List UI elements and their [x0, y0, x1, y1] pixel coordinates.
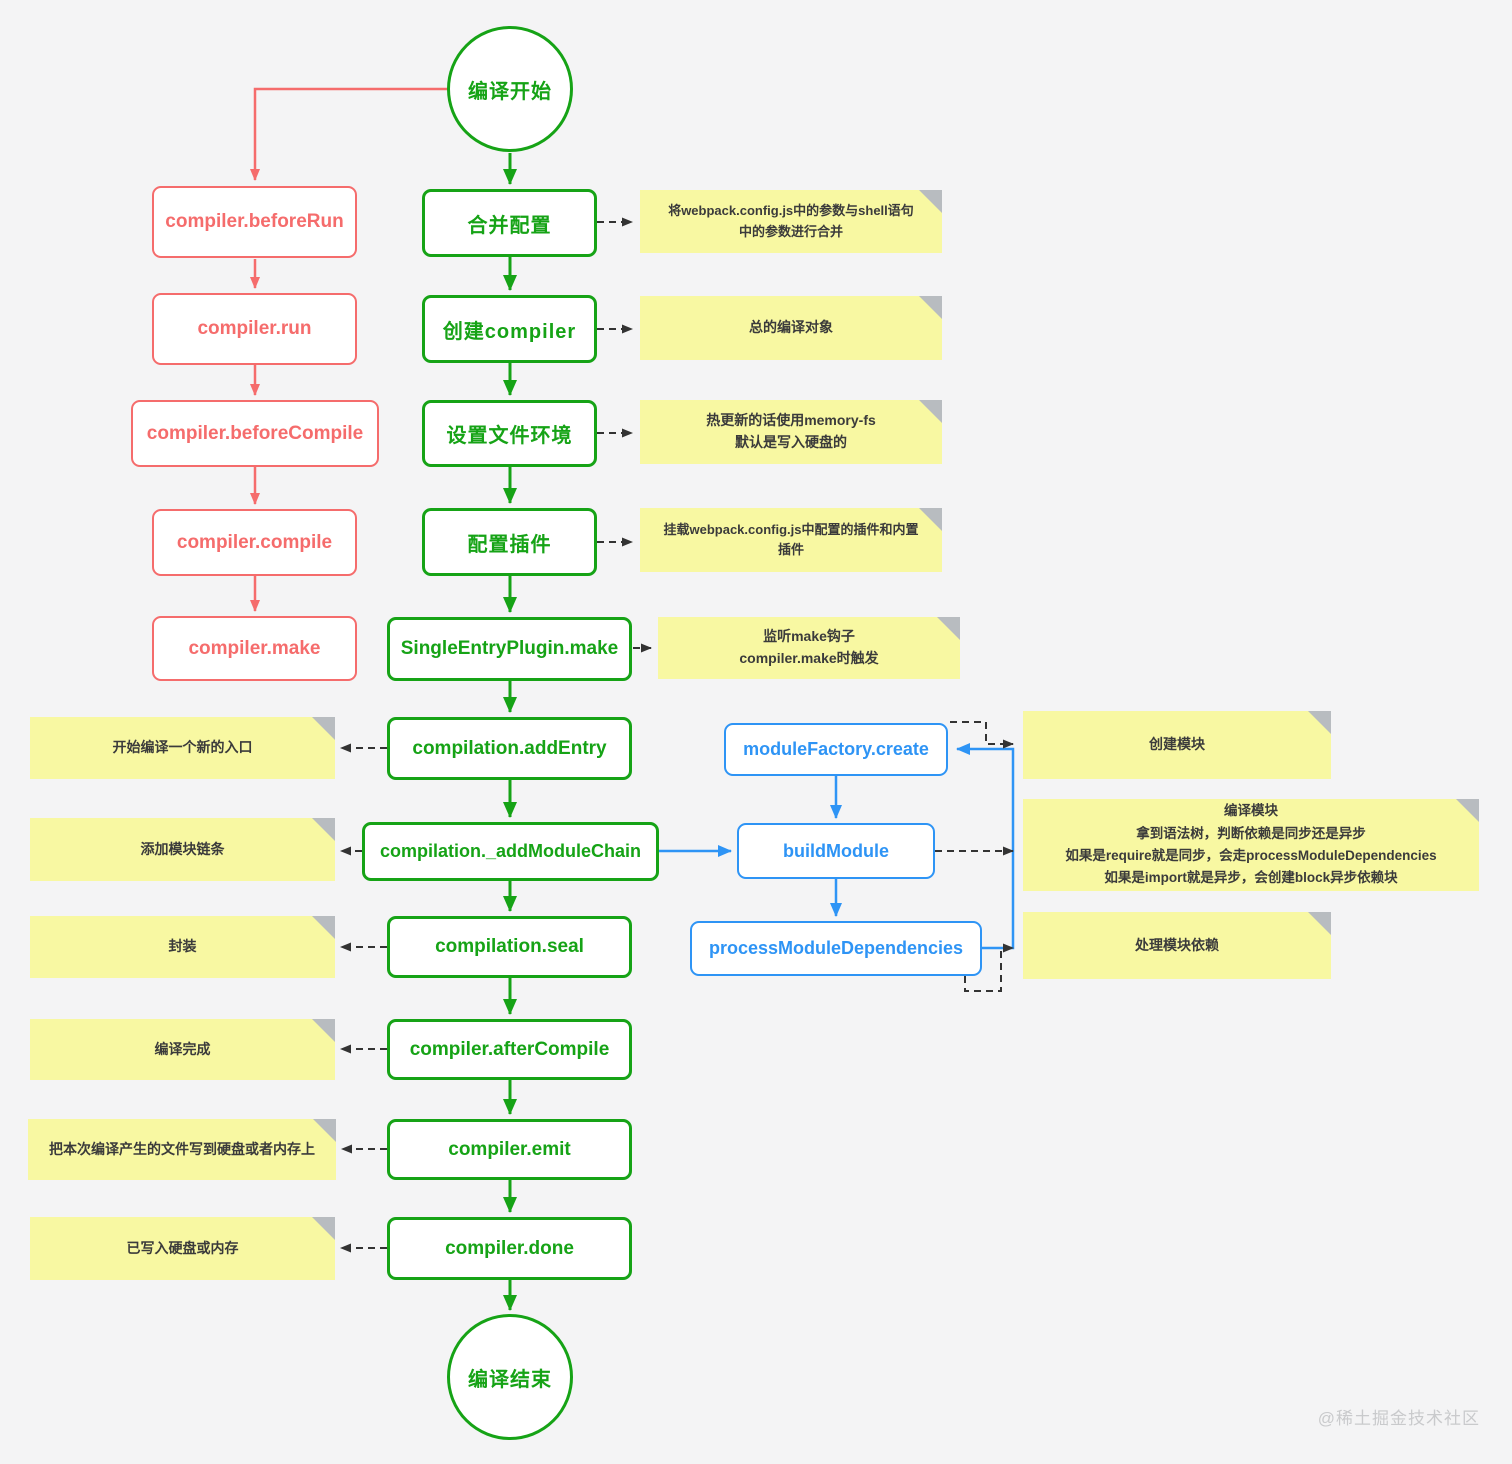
note-seal: 封装 — [30, 916, 335, 978]
node-label: compiler.beforeRun — [165, 211, 344, 232]
note-fold-icon — [312, 717, 335, 740]
note-text: 热更新的话使用memory-fs 默认是写入硬盘的 — [706, 412, 876, 450]
note-fold-icon — [1308, 711, 1331, 734]
note-fold-icon — [312, 1019, 335, 1042]
note-fold-icon — [312, 818, 335, 841]
start-node-label: 编译开始 — [468, 80, 552, 103]
node-label: 设置文件环境 — [446, 425, 573, 447]
note-text: 总的编译对象 — [749, 319, 833, 336]
note-singleentry-make: 监听make钩子 compiler.make时触发 — [658, 617, 960, 679]
node-merge-config: 合并配置 — [422, 189, 597, 257]
note-merge-config: 将webpack.config.js中的参数与shell语句 中的参数进行合并 — [640, 190, 942, 253]
node-label: processModuleDependencies — [708, 938, 964, 958]
node-label: compiler.beforeCompile — [146, 422, 364, 444]
arrow-processdeps-loop-to-modulefactory — [956, 743, 1015, 950]
node-compilation-addEntry: compilation.addEntry — [387, 717, 632, 780]
end-node-label: 编译结束 — [468, 1368, 552, 1391]
note-addentry: 开始编译一个新的入口 — [30, 717, 335, 779]
note-fold-icon — [919, 400, 942, 423]
note-build-module: 编译模块 拿到语法树，判断依赖是同步还是异步 如果是require就是同步，会走… — [1023, 799, 1479, 891]
node-compiler-afterCompile: compiler.afterCompile — [387, 1019, 632, 1080]
dash-processdeps-to-note — [964, 943, 1014, 992]
node-label: 配置插件 — [467, 533, 552, 556]
note-text: 把本次编译产生的文件写到硬盘或者内存上 — [49, 1140, 315, 1157]
node-label: compiler.run — [197, 318, 312, 339]
node-singleentryplugin-make: SingleEntryPlugin.make — [387, 617, 632, 681]
node-label: compiler.compile — [176, 531, 333, 553]
node-moduleFactory-create: moduleFactory.create — [724, 723, 948, 776]
node-buildModule: buildModule — [737, 823, 935, 879]
node-compiler-beforeRun: compiler.beforeRun — [152, 186, 357, 258]
node-label: 合并配置 — [467, 214, 552, 237]
note-fold-icon — [919, 190, 942, 213]
node-compilation-seal: compilation.seal — [387, 916, 632, 978]
note-process-deps: 处理模块依赖 — [1023, 912, 1331, 979]
node-compiler-run: compiler.run — [152, 293, 357, 365]
node-create-compiler: 创建compiler — [422, 295, 597, 363]
node-label: moduleFactory.create — [743, 739, 929, 759]
note-fold-icon — [919, 508, 942, 531]
note-text: 添加模块链条 — [140, 840, 225, 857]
node-set-file-env: 设置文件环境 — [422, 400, 597, 467]
note-fold-icon — [937, 617, 960, 640]
note-create-compiler: 总的编译对象 — [640, 296, 942, 360]
node-label: compiler.done — [445, 1237, 574, 1259]
note-fold-icon — [313, 1119, 336, 1142]
node-label: 创建compiler — [442, 320, 577, 343]
note-text: 封装 — [168, 938, 197, 955]
node-processModuleDependencies: processModuleDependencies — [690, 921, 982, 976]
note-fold-icon — [1308, 912, 1331, 935]
note-text: 开始编译一个新的入口 — [112, 739, 253, 756]
node-compilation-addModuleChain: compilation._addModuleChain — [362, 822, 659, 881]
note-done: 已写入硬盘或内存 — [30, 1217, 335, 1280]
node-compiler-make: compiler.make — [152, 616, 357, 681]
note-fold-icon — [919, 296, 942, 319]
note-fold-icon — [312, 916, 335, 939]
node-label: compilation.addEntry — [412, 737, 607, 759]
note-text: 将webpack.config.js中的参数与shell语句 中的参数进行合并 — [668, 203, 914, 239]
arrow-start-to-beforerun — [250, 87, 448, 181]
dash-modulefactory-to-note — [950, 721, 1014, 749]
node-label: compiler.emit — [448, 1138, 571, 1160]
note-set-file-env: 热更新的话使用memory-fs 默认是写入硬盘的 — [640, 400, 942, 464]
note-create-module: 创建模块 — [1023, 711, 1331, 779]
red-flow-arrows — [250, 87, 448, 612]
note-fold-icon — [312, 1217, 335, 1240]
node-compiler-done: compiler.done — [387, 1217, 632, 1280]
node-label: compilation.seal — [435, 936, 584, 957]
note-emit: 把本次编译产生的文件写到硬盘或者内存上 — [28, 1119, 336, 1180]
end-node: 编译结束 — [447, 1314, 573, 1440]
note-text: 创建模块 — [1149, 736, 1205, 753]
note-connectors — [340, 217, 1014, 1253]
note-text: 挂载webpack.config.js中配置的插件和内置 插件 — [663, 521, 919, 557]
note-text: 编译完成 — [154, 1040, 211, 1057]
note-text: 编译模块 拿到语法树，判断依赖是同步还是异步 如果是require就是同步，会走… — [1065, 803, 1437, 886]
node-config-plugins: 配置插件 — [422, 508, 597, 576]
note-text: 处理模块依赖 — [1135, 936, 1219, 953]
watermark: @稀土掘金技术社区 — [1317, 1409, 1480, 1428]
node-compiler-emit: compiler.emit — [387, 1119, 632, 1180]
note-aftercompile: 编译完成 — [30, 1019, 335, 1080]
node-label: compilation._addModuleChain — [379, 841, 641, 861]
start-node: 编译开始 — [447, 26, 573, 152]
note-text: 已写入硬盘或内存 — [126, 1239, 239, 1256]
note-fold-icon — [1456, 799, 1479, 822]
node-label: SingleEntryPlugin.make — [400, 638, 619, 659]
node-compiler-compile: compiler.compile — [152, 509, 357, 576]
note-config-plugins: 挂载webpack.config.js中配置的插件和内置 插件 — [640, 508, 942, 572]
note-addmodulechain: 添加模块链条 — [30, 818, 335, 881]
note-text: 监听make钩子 compiler.make时触发 — [739, 628, 879, 666]
node-label: buildModule — [783, 840, 889, 861]
node-label: compiler.make — [188, 637, 321, 659]
node-compiler-beforeCompile: compiler.beforeCompile — [131, 400, 379, 467]
node-label: compiler.afterCompile — [409, 1038, 610, 1060]
